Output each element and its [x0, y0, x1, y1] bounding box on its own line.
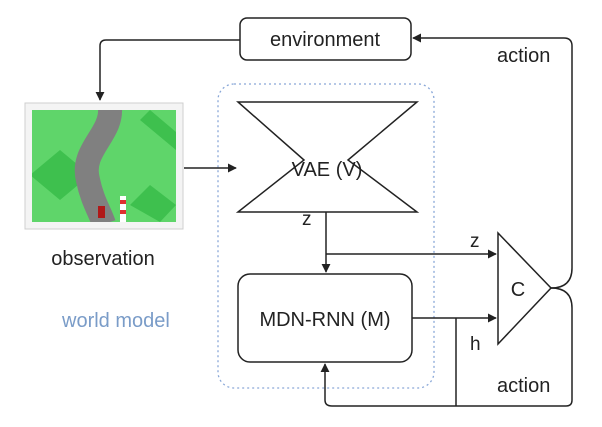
mdn-rnn-label: MDN-RNN (M) — [259, 309, 390, 331]
observation-image — [24, 102, 184, 230]
edge-label-action-top: action — [497, 45, 550, 67]
edge-environment-to-observation — [95, 39, 240, 101]
edge-label-z-vae: z — [302, 209, 312, 230]
controller-label: C — [511, 279, 525, 301]
environment-label: environment — [270, 29, 381, 51]
edge-controller-to-environment — [412, 33, 573, 289]
observation-label: observation — [51, 248, 154, 270]
world-model-label: world model — [61, 310, 170, 332]
vae-shape — [235, 101, 420, 213]
edge-label-h: h — [470, 334, 481, 355]
vae-label: VAE (V) — [292, 159, 363, 181]
edge-label-z-controller: z — [470, 231, 480, 252]
environment-box — [239, 17, 412, 61]
world-model-boundary — [217, 83, 435, 389]
controller-shape — [497, 231, 553, 346]
edge-controller-to-mdn-rnn — [320, 287, 573, 407]
edge-label-action-bottom: action — [497, 375, 550, 397]
